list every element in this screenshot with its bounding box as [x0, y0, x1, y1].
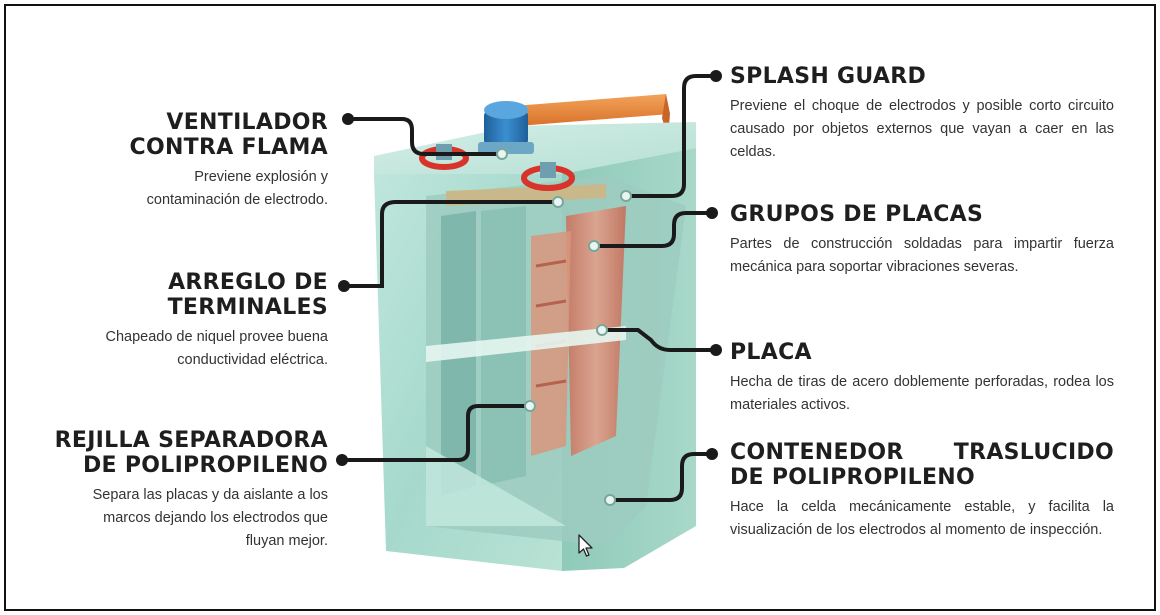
arreglo-title-line1: ARREGLO DE	[168, 270, 328, 295]
contenedor-title-line1: CONTENEDOR TRASLUCIDO	[730, 440, 1114, 465]
ventilador-text-line2: contaminación de electrodo.	[146, 192, 328, 208]
target-dots	[496, 148, 632, 506]
mouse-pointer-icon	[578, 534, 593, 557]
splash-guard-text: Previene el choque de electrodos y posib…	[730, 98, 1114, 160]
contenedor-title-line2: DE POLIPROPILENO	[730, 465, 976, 490]
rejilla-text-line3: fluyan mejor.	[245, 533, 328, 549]
arreglo-text: Chapeado de niquel provee buena conducti…	[36, 326, 328, 372]
label-ventilador: VENTILADOR CONTRA FLAMA Previene explosi…	[86, 110, 329, 212]
arreglo-text-line2: conductividad eléctrica.	[177, 352, 328, 368]
arreglo-title-line2: TERMINALES	[167, 295, 328, 320]
grupos-de-placas-text: Partes de construcción soldadas para imp…	[730, 236, 1114, 275]
placa-title: PLACA	[730, 340, 812, 365]
rejilla-title: REJILLA SEPARADORA DE POLIPROPILENO	[16, 428, 328, 478]
leader-dots	[336, 70, 722, 466]
battery-cell-illustration	[336, 70, 722, 571]
label-arreglo: ARREGLO DE TERMINALES Chapeado de niquel…	[36, 270, 328, 372]
ventilador-title: VENTILADOR CONTRA FLAMA	[86, 110, 328, 160]
rejilla-title-line2: DE POLIPROPILENO	[82, 453, 328, 478]
label-splash-guard: SPLASH GUARD Previene el choque de elect…	[730, 64, 1114, 164]
grupos-de-placas-title: GRUPOS DE PLACAS	[730, 202, 984, 227]
arreglo-text-line1: Chapeado de niquel provee buena	[105, 329, 328, 345]
label-contenedor: CONTENEDOR TRASLUCIDO DE POLIPROPILENO H…	[730, 440, 1114, 542]
rejilla-text-line1: Separa las placas y da aislante a los	[92, 487, 328, 503]
placa-text: Hecha de tiras de acero doblemente perfo…	[730, 374, 1114, 413]
ventilador-text-line1: Previene explosión y	[194, 169, 328, 185]
contenedor-title: CONTENEDOR TRASLUCIDO DE POLIPROPILENO	[730, 440, 1114, 490]
label-placa: PLACA Hecha de tiras de acero doblemente…	[730, 340, 1114, 417]
label-rejilla: REJILLA SEPARADORA DE POLIPROPILENO Sepa…	[16, 428, 328, 553]
rejilla-text: Separa las placas y da aislante a los ma…	[16, 484, 328, 553]
ventilador-text: Previene explosión y contaminación de el…	[86, 166, 328, 212]
vent-cap	[478, 101, 534, 154]
splash-guard-title: SPLASH GUARD	[730, 64, 927, 89]
diagram-frame: VENTILADOR CONTRA FLAMA Previene explosi…	[4, 4, 1156, 611]
arreglo-title: ARREGLO DE TERMINALES	[36, 270, 328, 320]
rejilla-title-line1: REJILLA SEPARADORA	[54, 428, 328, 453]
container-top	[374, 122, 696, 174]
label-grupos-de-placas: GRUPOS DE PLACAS Partes de construcción …	[730, 202, 1114, 279]
ventilador-title-line1: VENTILADOR	[166, 110, 328, 135]
cutaway-interior	[426, 176, 686, 546]
ventilador-title-line2: CONTRA FLAMA	[129, 135, 328, 160]
rejilla-text-line2: marcos dejando los electrodos que	[103, 510, 328, 526]
contenedor-text: Hace la celda mecánicamente estable, y f…	[730, 499, 1114, 538]
leader-lines	[340, 74, 718, 502]
